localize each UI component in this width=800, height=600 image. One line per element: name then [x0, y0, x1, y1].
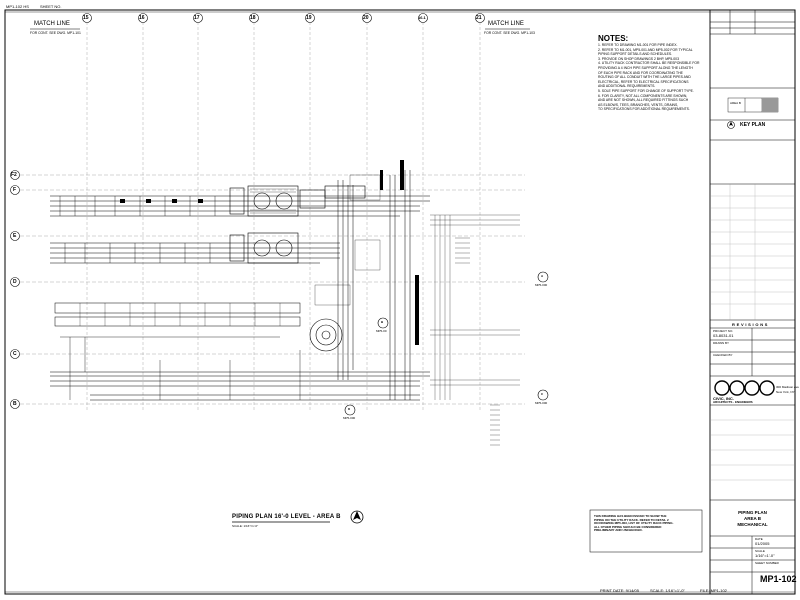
section-marker-b-sheet: MP5-00 [376, 329, 387, 333]
section-marker-d: D [348, 407, 351, 411]
grid-row-3: E [13, 233, 17, 239]
disclaimer-line: ALL OTHER PIPING SHOULD BE CONSIDERED [594, 524, 662, 529]
grid-col-6: 20 [363, 15, 369, 21]
notes-block: NOTES: 1. REFER TO DRAWING M1-001 FOR PI… [598, 34, 706, 112]
note-line: OF EACH PIPE RACK AND FOR COORDINATING T… [598, 70, 683, 75]
note-line: 1. REFER TO DRAWING M1-001 FOR PIPE INDE… [598, 43, 678, 47]
firm-address-1: 300 Madison Ave [776, 385, 799, 389]
plan-title: PIPING PLAN 16'-0 LEVEL - AREA B [232, 514, 341, 520]
section-marker-a: A [541, 274, 544, 278]
grid-row-6: B [13, 401, 17, 407]
grid-col-7: 16.1 [418, 15, 426, 20]
disclaimer-line: ON DRAWING MP5-003, LIST OF UTILITY RACK… [594, 521, 674, 525]
disclaimer-box: THIS DRAWING HAS BEEN ISSUED TO SHOW THE… [594, 514, 700, 533]
grid-col-8: 21 [476, 15, 482, 21]
match-line-left-sub: FOR CONT. SEE DWG. MP1-101 [30, 31, 81, 35]
plan-scale: SCALE: 1/16"=1'-0" [232, 524, 259, 528]
drawing-title-block: PIPING PLAN AREA B MECHANICAL [710, 510, 795, 528]
footer-file: FILE: MP1-102 [700, 588, 727, 593]
note-line: 6. FOR CLARITY, NOT ALL COMPONENTS ARE S… [598, 93, 688, 98]
note-line: ROUTING OF ALL CONDUIT WITH THE LARGE PI… [598, 75, 691, 80]
footer-print-date: PRINT DATE: 9/14/05 [600, 588, 639, 593]
match-line-left-title: MATCH LINE [34, 21, 70, 27]
match-line-right-sub: FOR CONT. SEE DWG. MP1-103 [484, 31, 535, 35]
disclaimer-line: PIPING ON THE UTILITY RACK. REFER TO DET… [594, 517, 669, 522]
drawing-title-1: PIPING PLAN [738, 510, 767, 515]
grid-row-4: D [13, 279, 17, 285]
note-line: ELECTRICAL, REFER TO ELECTRICAL SPECIFIC… [598, 79, 689, 84]
drawing-title-3: MECHANICAL [737, 522, 768, 527]
note-line: AND ARE NOT SHOWN, ALL REQUIRED FITTINGS… [598, 98, 689, 103]
section-marker-b: B [381, 320, 384, 324]
grid-row-5: C [13, 351, 17, 357]
footer-scale: SCALE: 1/16"=1'-0" [650, 588, 685, 593]
section-marker-c-sheet: MP5-000 [535, 401, 548, 405]
grid-col-3: 17 [194, 15, 200, 21]
note-line: AS ELBOWS, TEES, BRANCHES, VENTS, DRAINS… [598, 102, 679, 107]
grid-col-5: 19 [306, 15, 312, 21]
date-label: DATE [755, 537, 763, 541]
sheet-ref: MP1-102 HS [6, 4, 29, 9]
project-no-label: PROJECT NO. [713, 329, 734, 333]
grid-row-1: F2 [11, 172, 17, 178]
date-value: 01/2005 [755, 541, 770, 546]
drawing-title-2: AREA B [743, 516, 762, 521]
checked-by-label: CHECKED BY [713, 353, 733, 357]
grid-row-2: F [13, 187, 17, 193]
grid-col-4: 18 [250, 15, 256, 21]
note-line: AND ADDITIONAL REQUIREMENTS. [598, 84, 656, 89]
drawn-by-label: DRAWN BY [713, 341, 730, 345]
note-line: 2. REFER TO M1-001, MP5-001 AND MP5-002 … [598, 47, 693, 52]
section-marker-d-sheet: MP5-000 [343, 416, 356, 420]
sheet-number: MP1-102 [760, 574, 797, 584]
disclaimer-line: THIS DRAWING HAS BEEN ISSUED TO SHOW THE [594, 514, 667, 518]
scale-label: SCALE [755, 549, 765, 553]
key-plan-area: AREA B [730, 101, 741, 105]
section-marker-c: C [541, 392, 544, 396]
firm-name: CIVIC, INC. [713, 396, 734, 401]
revisions-label: R E V I S I O N S [732, 322, 768, 327]
north-arrow-icon [351, 511, 363, 523]
sheet-label: SHEET NO. [40, 4, 62, 9]
firm-subtitle: ARCHITECTS · ENGINEERS [713, 400, 753, 404]
note-line: PROVIDING A 4 INCH PIPE SUPPORT ALONG TH… [598, 65, 693, 70]
match-line-right-title: MATCH LINE [488, 21, 524, 27]
firm-address-2: New York, NY [776, 390, 795, 394]
note-line: 4. UTILITY RACK CONTRACTOR SHALL BE RESP… [598, 61, 700, 66]
key-plan-label: KEY PLAN [740, 122, 766, 128]
note-line: PIPING SUPPORT DETAILS AND SCHEDULES. [598, 52, 673, 57]
note-line: 5. SOLE PIPE SUPPORT FOR CHANGE OF SUPPO… [598, 88, 694, 93]
note-line: 3. PROVIDE ON SHOP DRAWINGS 2 BHP, MP5-0… [598, 56, 679, 61]
disclaimer-line: PRELIMINARY AND UNCHECKED. [594, 528, 643, 532]
project-no: 03-8031-01 [713, 333, 734, 338]
section-marker-a-sheet: MP5-000 [535, 283, 548, 287]
sheet-number-label: SHEET NUMBER [755, 561, 779, 565]
note-line: TO SPECIFICATIONS FOR ADDITIONAL REQUIRE… [598, 107, 690, 112]
grid-col-2: 16 [139, 15, 145, 21]
grid-col-1: 15 [83, 15, 89, 21]
firm-logo [714, 382, 774, 396]
notes-title: NOTES: [598, 34, 629, 43]
scale-value: 1/16"=1'-0" [755, 553, 775, 558]
